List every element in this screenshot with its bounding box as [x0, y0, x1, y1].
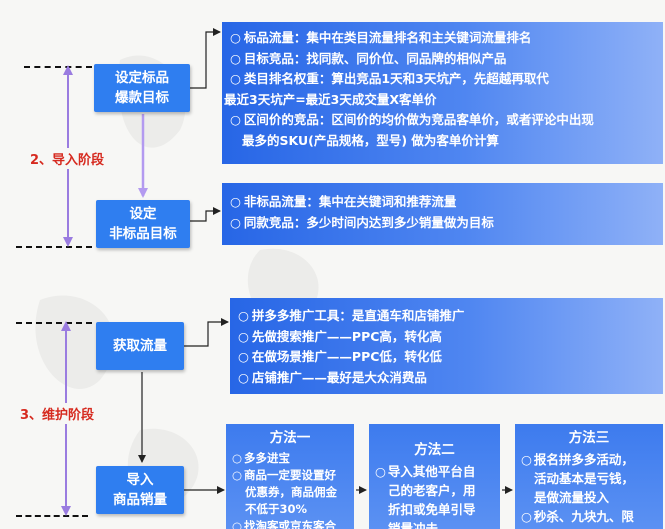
- panel-line: 标品流量：集中在类目流量排名和主关键词流量排名: [230, 28, 657, 49]
- panel-line: 非标品流量：集中在关键词和推荐流量: [230, 192, 657, 213]
- panel-line: 最多的SKU(产品规格，型号) 做为客单价计算: [242, 132, 499, 148]
- panel-line: 先做搜索推广——PPC高，转化高: [238, 327, 657, 348]
- box-line: 商品销量: [113, 492, 167, 508]
- box-line: 导入: [126, 472, 154, 488]
- connector-huoqu-panel: [184, 318, 229, 347]
- method-item: 多多进宝: [232, 451, 290, 465]
- panel-line: 区间价的竞品：区间价的均价做为竞品客单价，或者评论中出现: [230, 110, 657, 131]
- method-title: 方法二: [414, 442, 455, 458]
- box-line: 非标品目标: [109, 226, 177, 242]
- set-feibiaopin-target-box: 设定 非标品目标: [96, 200, 190, 248]
- method-item-cont: 己的老客户，用: [388, 483, 476, 498]
- method-item-cont: 活动基本是亏钱，: [534, 471, 635, 486]
- box-line: 设定: [129, 206, 157, 222]
- method-title: 方法一: [269, 430, 311, 446]
- connector-biaopin-panel: [190, 28, 221, 89]
- panel-line: 类目排名权重：算出竞品1天和3天坑产，先超越再取代: [230, 69, 657, 90]
- panel-line: 店铺推广——最好是大众消费品: [238, 368, 657, 389]
- panel-line: 目标竞品：找同款、同价位、同品牌的相似产品: [230, 49, 657, 70]
- method-item: 秒杀、九块九、限: [521, 509, 634, 524]
- stage3-label: 3、维护阶段: [18, 403, 97, 424]
- method-two-panel: 方法二 导入其他平台自 己的老客户，用 折扣或免单引导 销量冲击: [369, 424, 500, 529]
- method-item: 商品一定要设置好: [232, 468, 336, 482]
- method-three-panel: 方法三 报名拼多多活动， 活动基本是亏钱， 是做流量投入 秒杀、九块九、限: [515, 424, 663, 529]
- stage3-bottom-dash: [16, 515, 88, 517]
- box-line: 获取流量: [113, 338, 167, 354]
- box-line: 爆款目标: [115, 90, 169, 106]
- method-item: 报名拼多多活动，: [521, 452, 634, 467]
- feibiaopin-detail-panel: 非标品流量：集中在关键词和推荐流量 同款竞品：多少时间内达到多少销量做为目标: [222, 183, 663, 245]
- stage2-label: 2、导入阶段: [28, 148, 107, 169]
- biaopin-detail-panel: 标品流量：集中在类目流量排名和主关键词流量排名 目标竞品：找同款、同价位、同品牌…: [222, 22, 663, 164]
- method-item-cont: 不低于30%: [245, 502, 308, 516]
- method-item-cont: 是做流量投入: [534, 490, 610, 505]
- box-line: 设定标品: [115, 70, 169, 86]
- import-sales-box: 导入 商品销量: [96, 466, 184, 514]
- panel-line: 拼多多推广工具：是直通车和店铺推广: [238, 306, 657, 327]
- method-item: 导入其他平台自: [375, 464, 475, 479]
- method-item-cont: 优惠券，商品佣金: [245, 485, 337, 499]
- connector-feibiaopin-panel: [190, 207, 221, 222]
- method-one-panel: 方法一 多多进宝 商品一定要设置好 优惠券，商品佣金 不低于30% 找淘客或京东…: [226, 424, 354, 529]
- stage2-top-dash: [24, 66, 92, 68]
- method-item-cont: 折扣或免单引导: [388, 502, 476, 517]
- method-title: 方法三: [568, 430, 610, 446]
- panel-line: 在做场景推广——PPC低，转化低: [238, 347, 657, 368]
- method-item: 找淘客或京东客合: [232, 519, 336, 529]
- panel-line: 最近3天坑产=最近3天成交量X客单价: [224, 91, 437, 107]
- panel-line: 同款竞品：多少时间内达到多少销量做为目标: [230, 213, 657, 234]
- get-traffic-box: 获取流量: [96, 322, 184, 370]
- stage3-top-dash: [16, 322, 92, 324]
- set-biaopin-target-box: 设定标品 爆款目标: [94, 64, 190, 112]
- stage2-bottom-dash: [16, 246, 92, 248]
- method-item-cont: 销量冲击: [388, 521, 439, 529]
- traffic-detail-panel: 拼多多推广工具：是直通车和店铺推广 先做搜索推广——PPC高，转化高 在做场景推…: [230, 298, 663, 394]
